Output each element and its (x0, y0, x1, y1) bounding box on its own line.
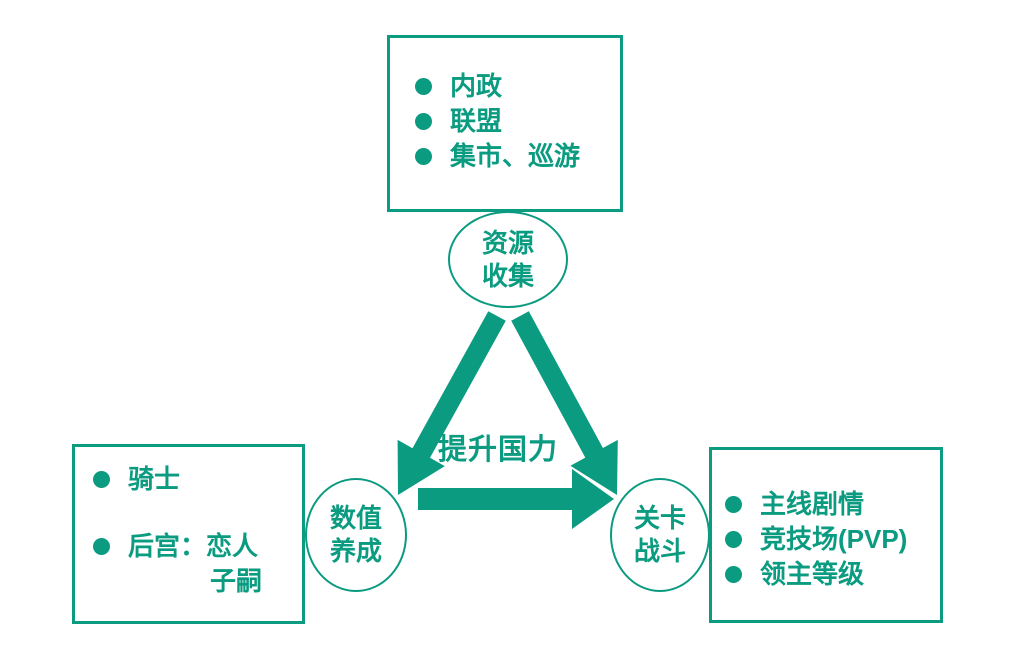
bullet-icon (415, 148, 432, 165)
list-item: 联盟 (415, 104, 620, 139)
arrow-top-to-right-icon (511, 311, 618, 495)
node-label-line1: 数值 (329, 503, 382, 533)
combat-content-box: 主线剧情 竞技场(PVP) 领主等级 (709, 447, 943, 623)
node-stat-growth: 数值 养成 (305, 478, 407, 592)
list-item-label: 竞技场(PVP) (760, 524, 908, 554)
node-label-line1: 资源 (481, 227, 534, 258)
list-item-line1: 后宫：恋人 (128, 531, 259, 561)
resource-collection-box: 内政 联盟 集市、巡游 (387, 35, 623, 212)
node-label-line2: 战斗 (633, 536, 686, 566)
node-label-line1: 关卡 (633, 503, 686, 533)
list-item: 后宫：恋人 子嗣 (93, 529, 302, 599)
list-item: 竞技场(PVP) (725, 522, 940, 557)
list-item: 主线剧情 (725, 487, 940, 522)
node-label-line2: 养成 (329, 536, 382, 566)
list-item-label: 内政 (450, 71, 503, 101)
list-item: 内政 (415, 69, 620, 104)
bullet-icon (93, 471, 110, 488)
node-label-line2: 收集 (481, 260, 534, 291)
stat-growth-box: 骑士 后宫：恋人 子嗣 (72, 444, 305, 624)
arrow-top-to-left-icon (397, 311, 506, 495)
arrow-left-to-right-icon (418, 469, 614, 529)
list-item-label: 集市、巡游 (450, 141, 581, 171)
node-resource-collection: 资源 收集 (448, 211, 568, 308)
list-item-line2: 子嗣 (210, 566, 263, 596)
bullet-icon (93, 538, 110, 555)
list-item: 集市、巡游 (415, 139, 620, 174)
bullet-icon (415, 113, 432, 130)
bullet-icon (415, 78, 432, 95)
cycle-center-label: 提升国力 (438, 434, 559, 466)
list-item-label: 主线剧情 (760, 489, 865, 519)
list-item-label: 骑士 (128, 464, 181, 494)
list-item: 领主等级 (725, 557, 940, 592)
bullet-icon (725, 496, 742, 513)
node-level-combat: 关卡 战斗 (610, 478, 710, 592)
list-item-label: 联盟 (450, 106, 503, 136)
bullet-icon (725, 531, 742, 548)
bullet-icon (725, 566, 742, 583)
list-item-label: 后宫：恋人 子嗣 (128, 529, 262, 599)
list-item: 骑士 (93, 462, 302, 497)
list-item-label: 领主等级 (760, 559, 865, 589)
